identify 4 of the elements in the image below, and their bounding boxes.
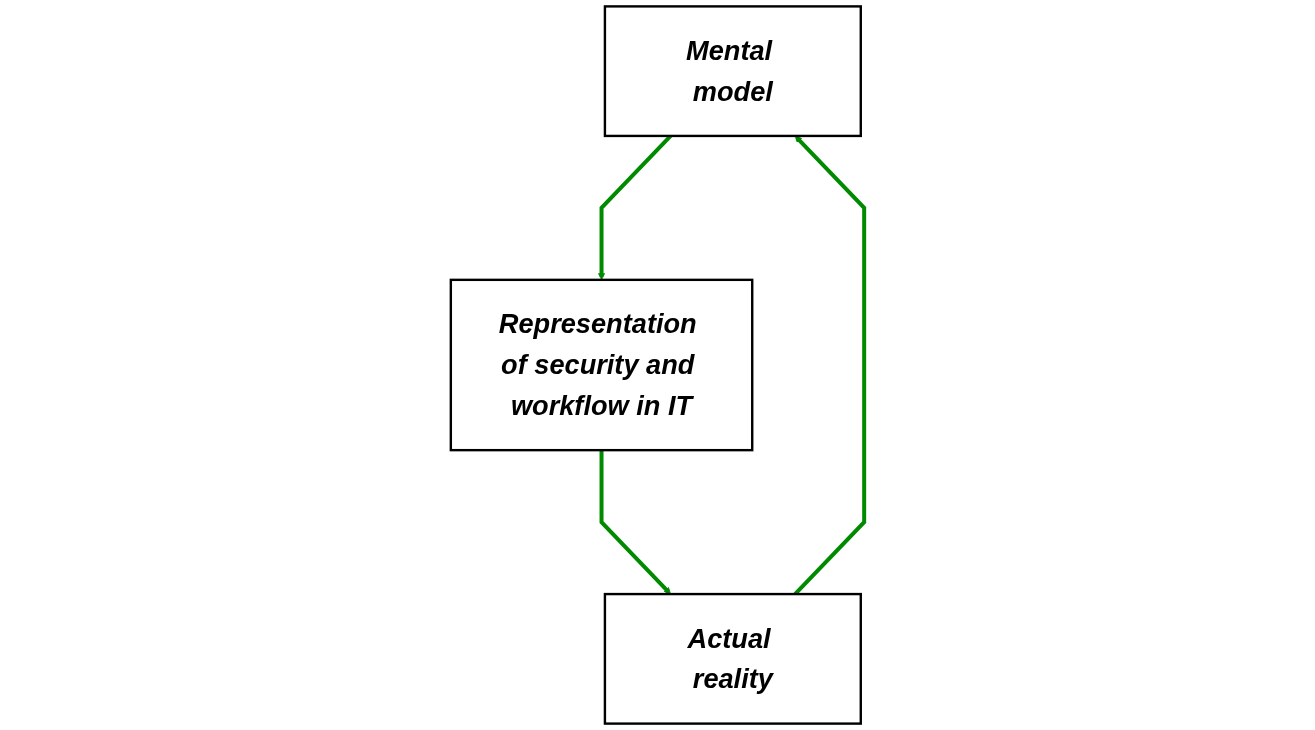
node-box: Mental model (603, 5, 862, 138)
arrow (599, 450, 671, 595)
node-box: Representation of security and workflow in IT (449, 278, 754, 452)
node-box: Actual reality (603, 592, 862, 725)
